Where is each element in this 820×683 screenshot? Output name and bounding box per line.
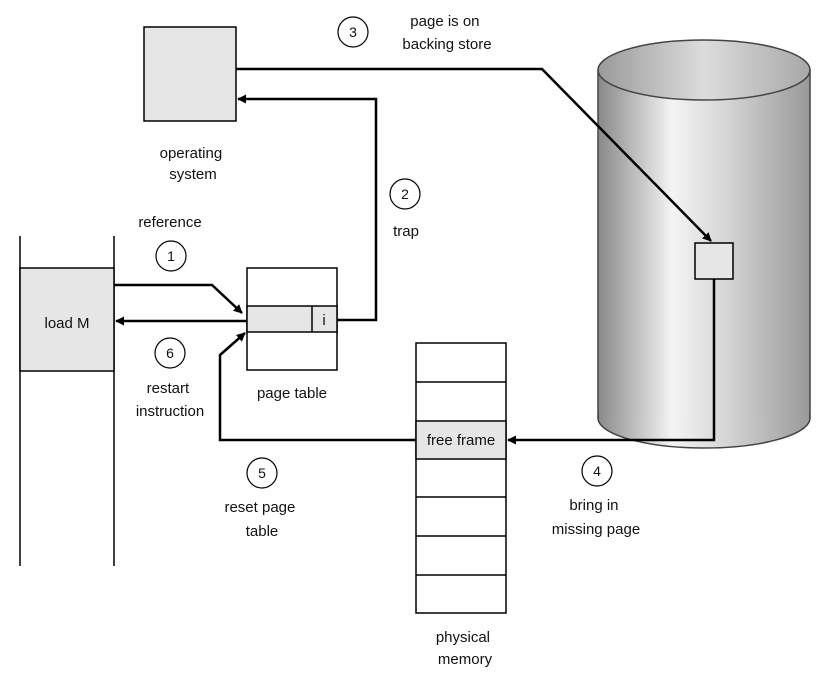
- operating-system-label: operating system: [160, 145, 227, 183]
- backing-store-arrow: [236, 67, 712, 242]
- load-m-instruction: load M: [44, 315, 89, 332]
- page-on-disk-block: [694, 242, 734, 280]
- step-4-marker: 4: [581, 455, 613, 487]
- svg-text:1: 1: [167, 248, 175, 264]
- page-table: [246, 267, 338, 371]
- svg-text:5: 5: [258, 465, 266, 481]
- reset-page-table-label: reset page table: [224, 499, 299, 540]
- step-6-marker: 6: [154, 337, 186, 369]
- process-memory: [19, 236, 115, 566]
- step-1-marker: 1: [155, 240, 187, 272]
- bring-in-missing-page-label: bring in missing page: [552, 497, 640, 538]
- reference-arrow: [114, 283, 243, 314]
- backing-store-label: page is on backing store: [402, 13, 491, 53]
- svg-text:2: 2: [401, 186, 409, 202]
- restart-instruction-label: restart instruction: [136, 380, 204, 420]
- svg-text:3: 3: [349, 24, 357, 40]
- free-frame-label: free frame: [427, 432, 495, 449]
- bring-in-page-arrow: [507, 279, 716, 445]
- svg-text:4: 4: [593, 463, 601, 479]
- invalid-bit: i: [322, 312, 325, 329]
- reset-page-table-arrow: [218, 332, 416, 442]
- reference-label: reference: [138, 214, 201, 231]
- physical-memory: [415, 342, 507, 614]
- step-5-marker: 5: [246, 457, 278, 489]
- operating-system-box: [143, 26, 237, 122]
- physical-memory-label: physical memory: [436, 629, 494, 668]
- step-3-marker: 3: [337, 16, 369, 48]
- svg-text:6: 6: [166, 345, 174, 361]
- step-2-marker: 2: [389, 178, 421, 210]
- trap-arrow: [237, 94, 378, 322]
- trap-label: trap: [393, 223, 419, 240]
- backing-store-disk: [597, 39, 811, 449]
- page-table-label: page table: [257, 385, 327, 402]
